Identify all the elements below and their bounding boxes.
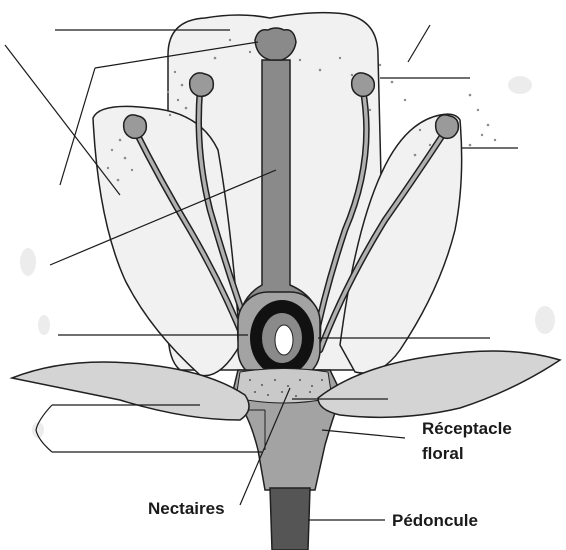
stigma <box>255 28 296 60</box>
peduncle <box>270 488 310 550</box>
receptacle-label-line2: floral <box>422 444 464 463</box>
peduncle-label: Pédoncule <box>392 511 478 530</box>
nectaries-label: Nectaires <box>148 499 225 518</box>
ovule <box>275 325 293 355</box>
receptacle-label: Réceptacle <box>422 419 512 438</box>
